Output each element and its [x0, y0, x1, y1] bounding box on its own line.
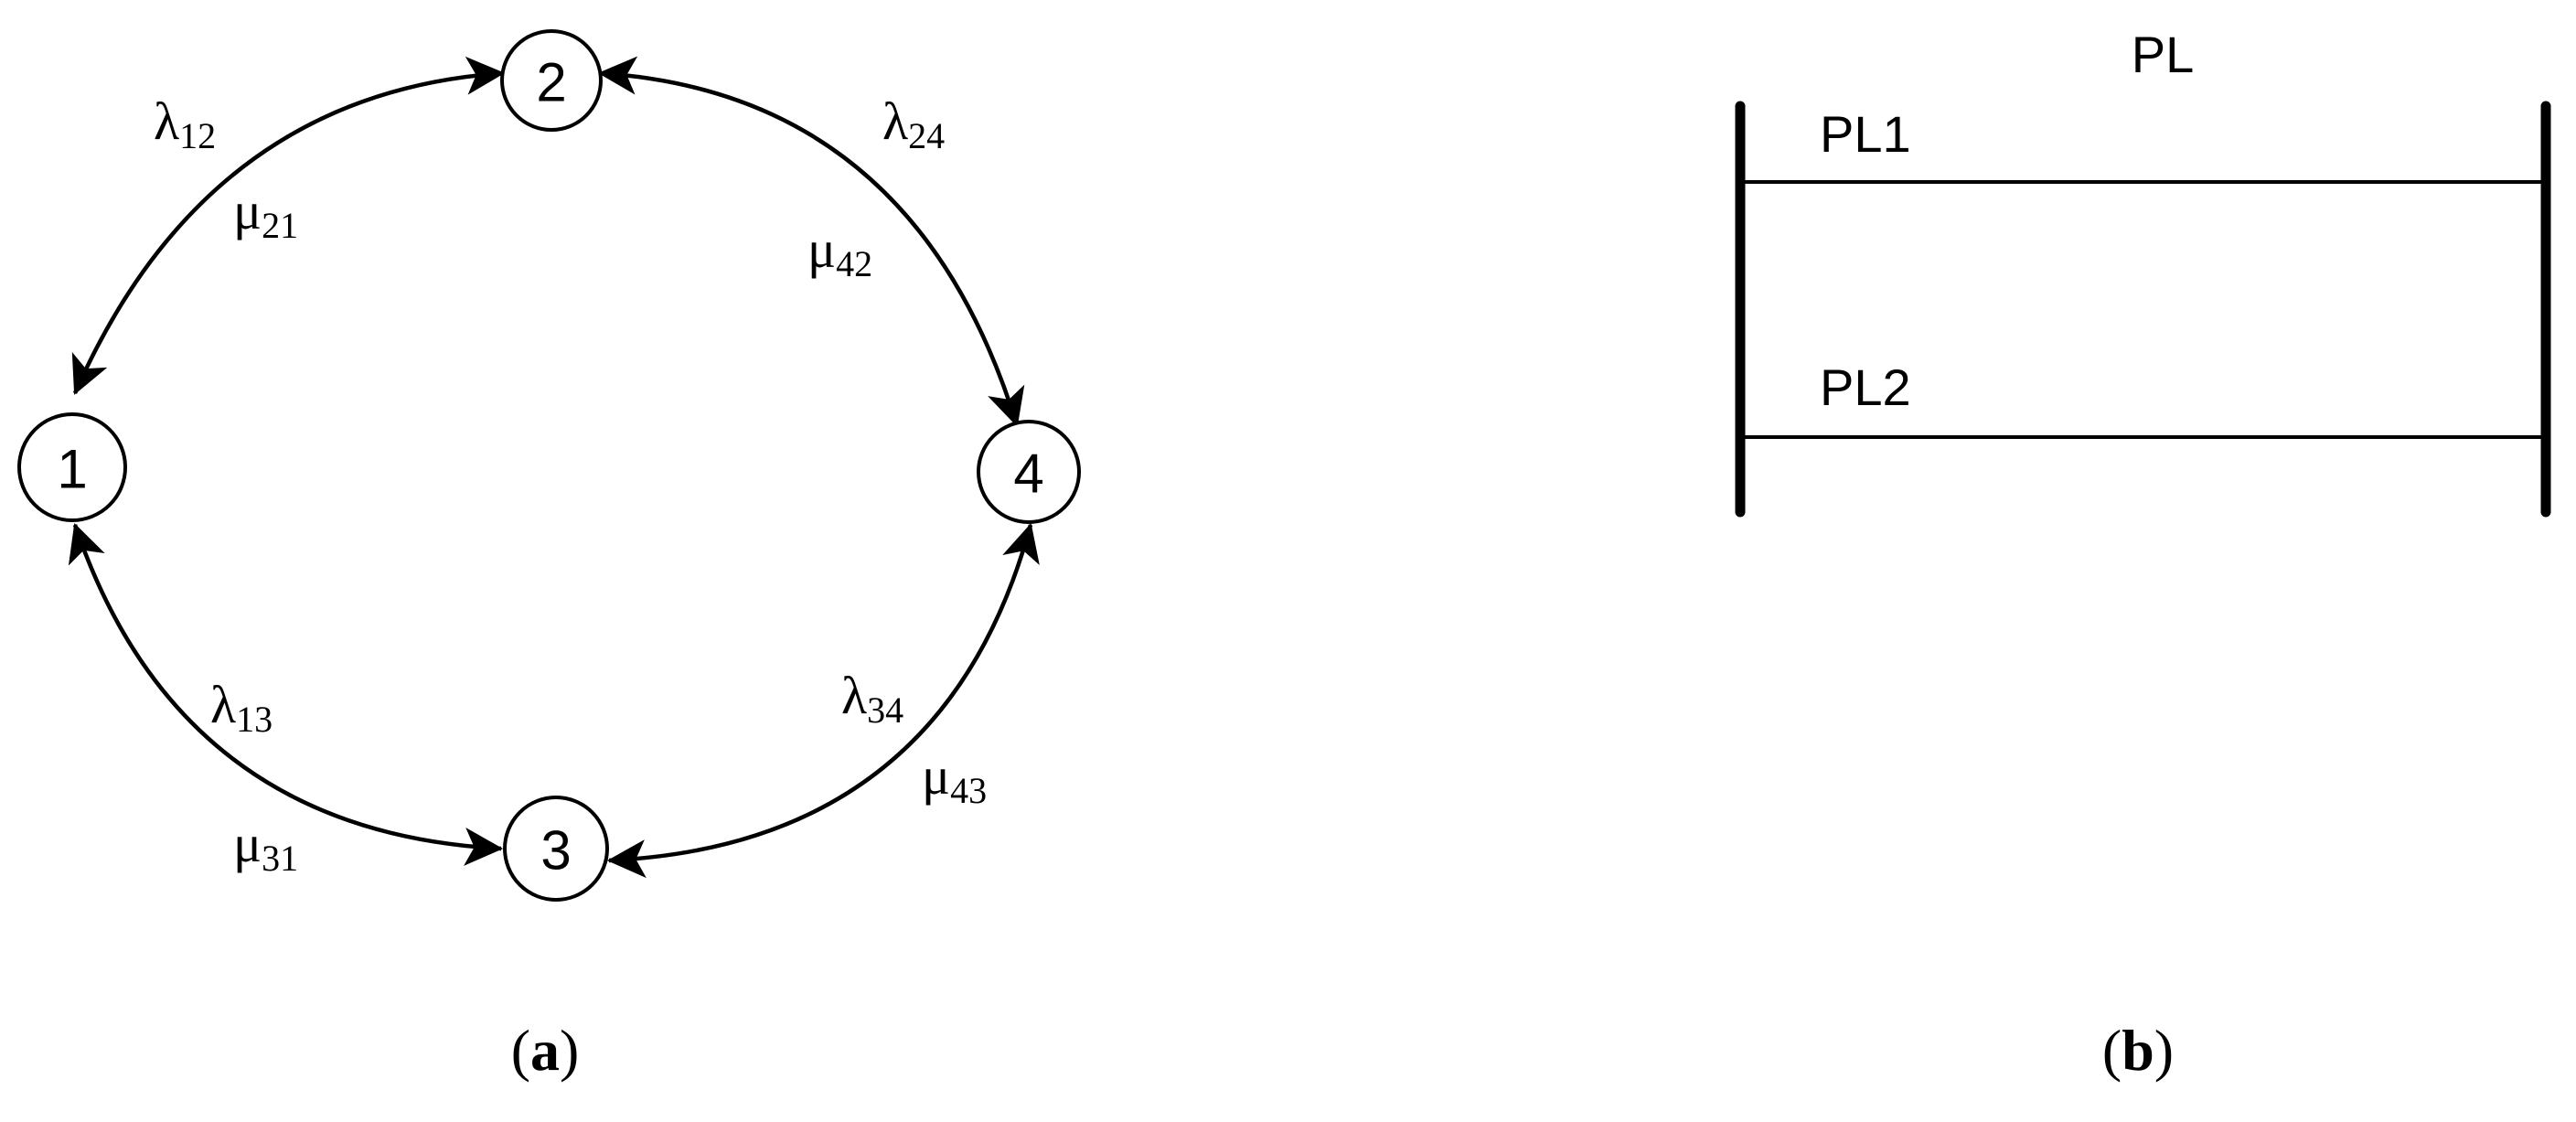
rate-mu-43-symbol: μ: [922, 746, 950, 806]
state-node-4: 4: [977, 420, 1081, 524]
state-node-3-label: 3: [540, 820, 571, 882]
state-node-2: 2: [500, 29, 603, 132]
state-node-2-label: 2: [536, 52, 566, 113]
line-pl2-label: PL2: [1820, 358, 1911, 416]
caption-a-open: (: [511, 1018, 530, 1083]
state-node-4-label: 4: [1013, 443, 1043, 505]
rate-mu-21: μ21: [233, 181, 298, 246]
rate-lambda-34: λ34: [841, 666, 903, 731]
arc-1-2: [71, 56, 506, 395]
rate-mu-42: μ42: [807, 219, 872, 284]
caption-a-letter: a: [530, 1018, 560, 1083]
rate-mu-21-sub: 21: [262, 205, 298, 246]
state-node-3: 3: [503, 796, 609, 902]
rate-lambda-34-sub: 34: [867, 689, 903, 731]
rate-mu-42-sub: 42: [836, 243, 872, 284]
arc-3-4: [606, 522, 1040, 879]
rate-lambda-24-symbol: λ: [882, 91, 908, 151]
panel-b-title: PL: [2132, 26, 2195, 83]
rate-lambda-13-sub: 13: [236, 699, 273, 740]
rate-mu-43-sub: 43: [950, 770, 987, 811]
rate-lambda-13: λ13: [210, 675, 273, 740]
caption-b-close: ): [2154, 1018, 2174, 1083]
rate-mu-31-sub: 31: [262, 838, 298, 879]
rate-mu-21-symbol: μ: [233, 181, 262, 240]
arc-2-4: [597, 56, 1025, 428]
rate-mu-31-symbol: μ: [233, 814, 262, 873]
arc-1-3: [68, 523, 504, 866]
state-node-1-label: 1: [57, 439, 87, 500]
rate-lambda-12-symbol: λ: [154, 91, 179, 151]
rate-lambda-34-symbol: λ: [841, 666, 867, 725]
panel-b-line-diagram: PL PL1 PL2 (b): [1735, 26, 2551, 1083]
rate-lambda-24: λ24: [882, 91, 945, 156]
panel-a-state-diagram: 1 2 3 4 λ12 μ21 λ24 μ42 λ13 μ31 λ34 μ43 …: [17, 29, 1081, 1083]
caption-b-letter: b: [2122, 1018, 2154, 1083]
caption-b-open: (: [2102, 1018, 2122, 1083]
rate-lambda-13-symbol: λ: [210, 675, 236, 734]
rate-mu-42-symbol: μ: [807, 219, 836, 279]
caption-a-close: ): [560, 1018, 579, 1083]
caption-b: (b): [2102, 1018, 2174, 1083]
rate-mu-31: μ31: [233, 814, 298, 879]
rate-lambda-24-sub: 24: [908, 115, 945, 156]
caption-a: (a): [511, 1018, 580, 1083]
rate-lambda-12: λ12: [154, 91, 216, 156]
state-node-1: 1: [17, 412, 127, 522]
rate-lambda-12-sub: 12: [179, 115, 216, 156]
line-pl1-label: PL1: [1820, 105, 1911, 163]
rate-mu-43: μ43: [922, 746, 987, 811]
